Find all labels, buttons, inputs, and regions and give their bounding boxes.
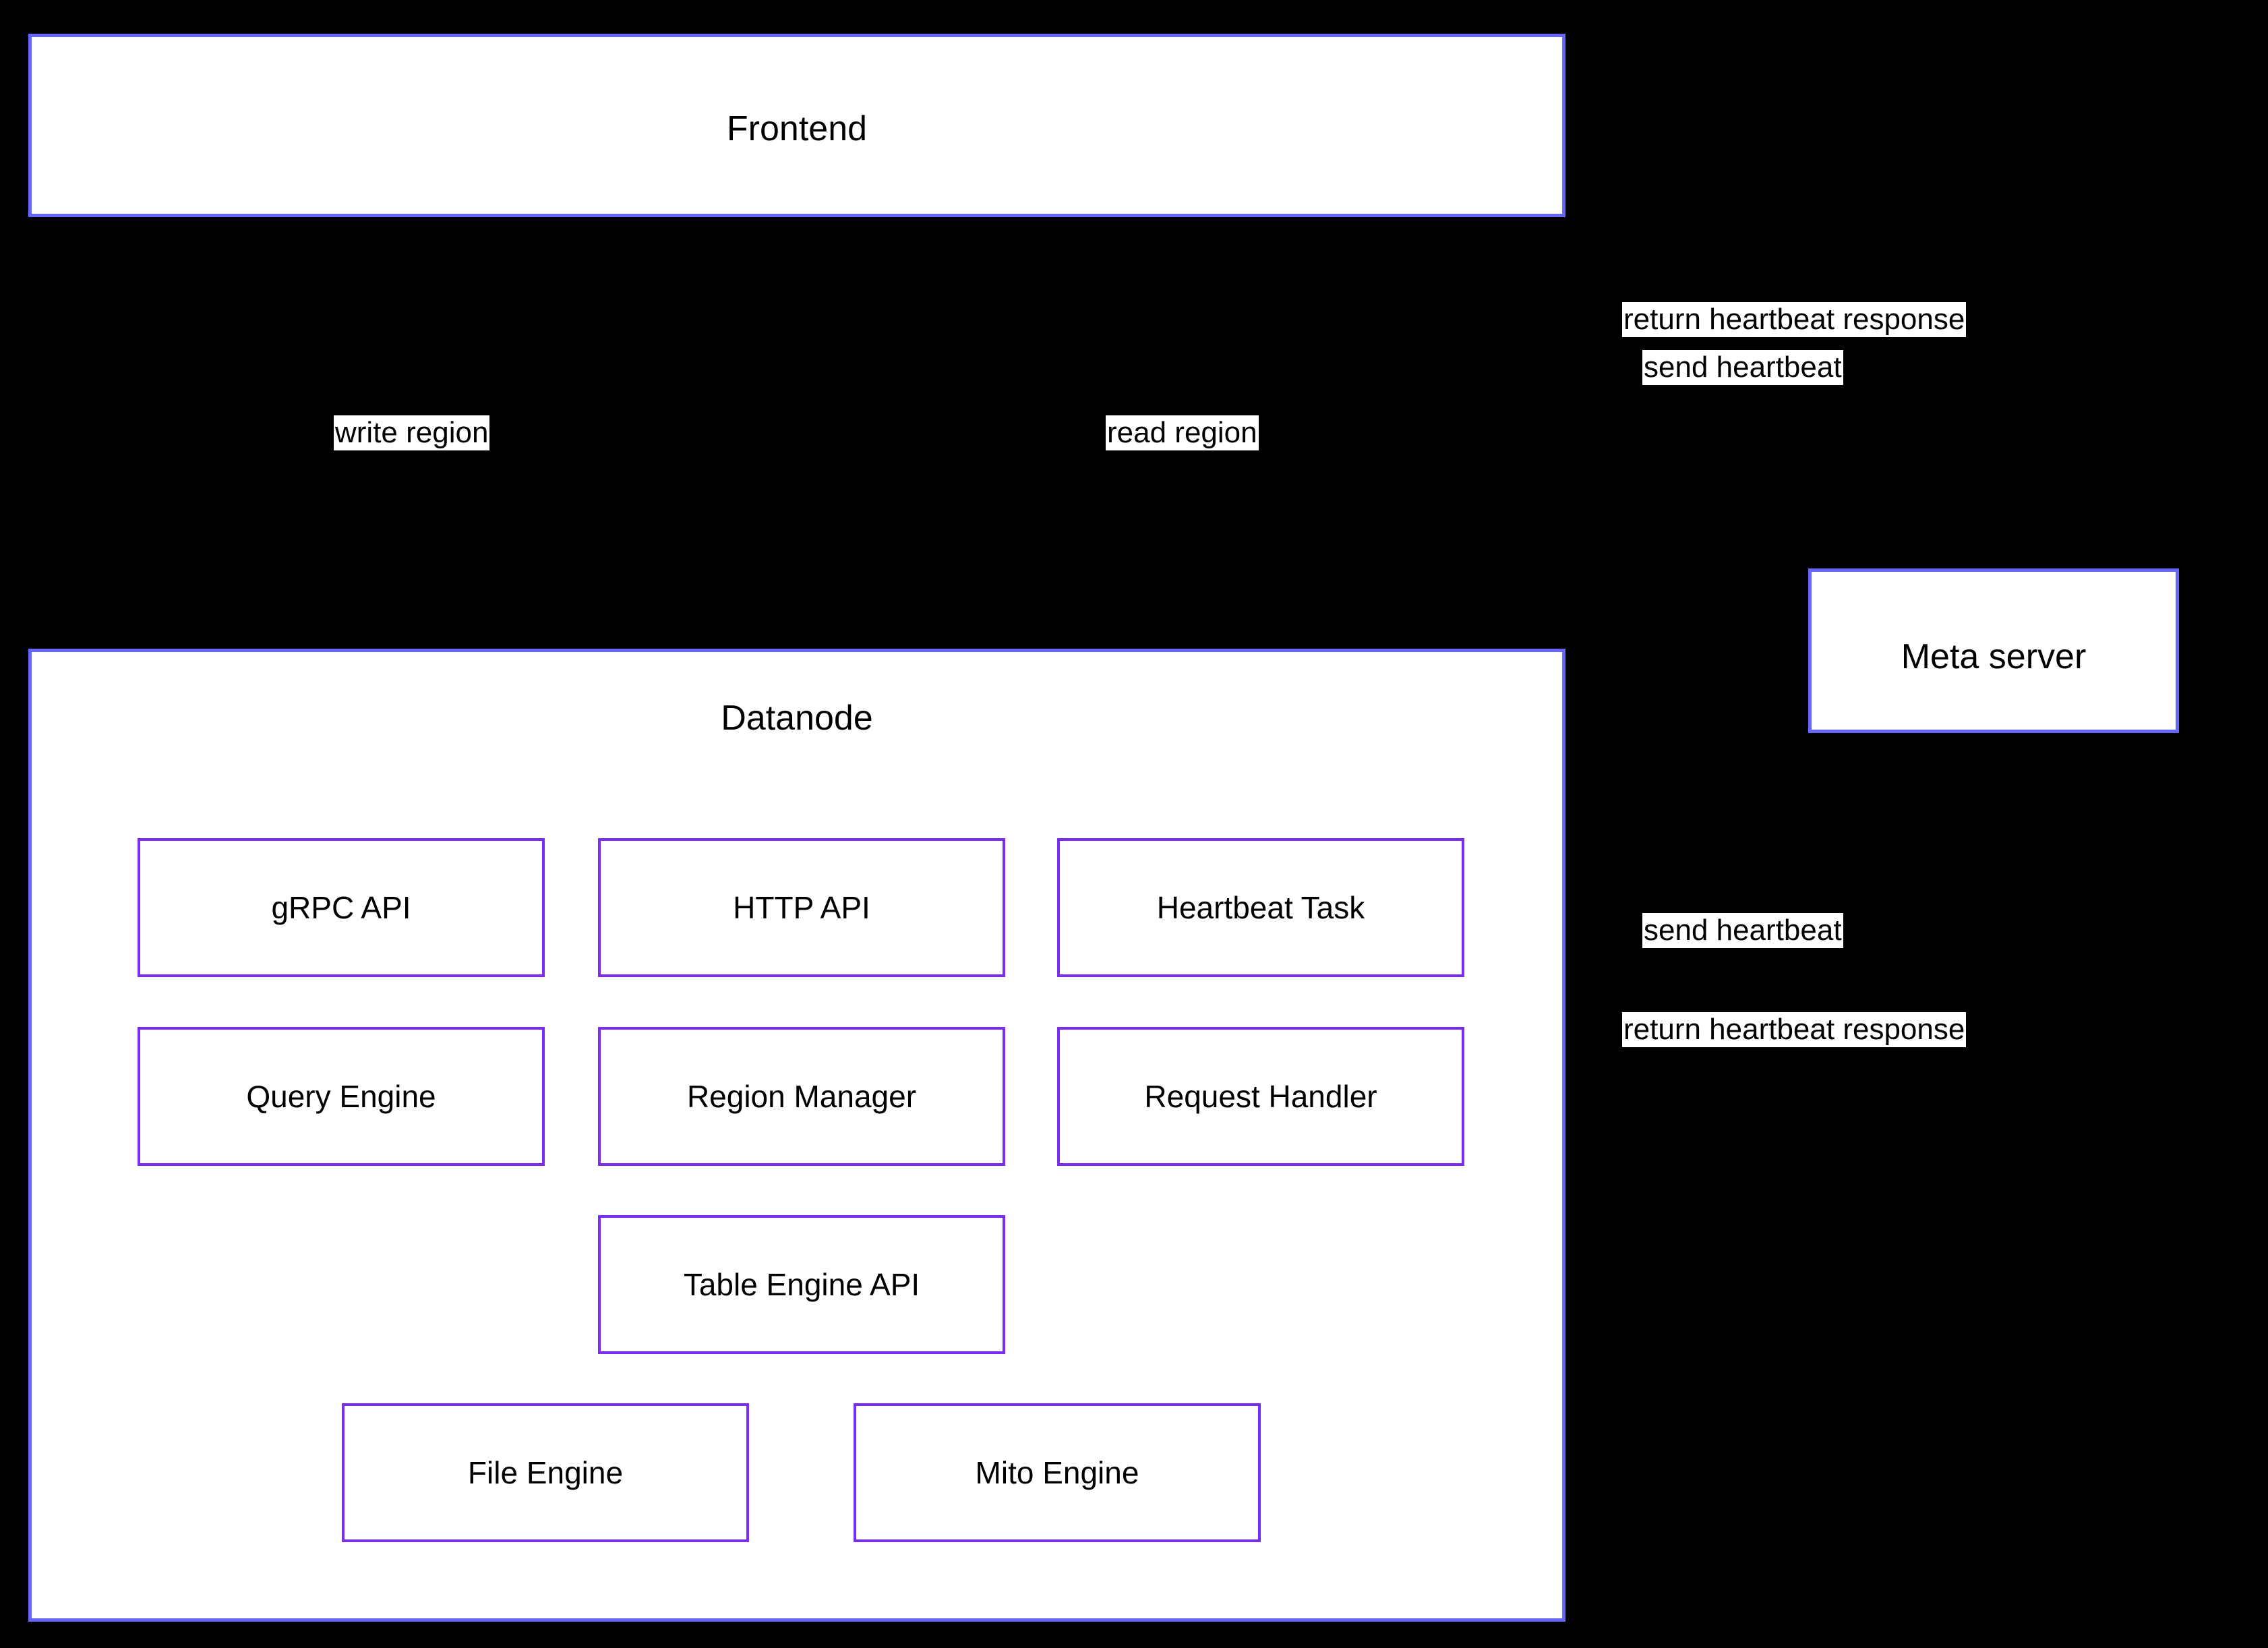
component-request-handler[interactable]: Request Handler xyxy=(1057,1027,1464,1166)
datanode-title: Datanode xyxy=(721,699,873,738)
component-table-engine-api-label: Table Engine API xyxy=(683,1267,920,1302)
edge-label-read-region: read region xyxy=(1106,415,1259,450)
edge-label-write-region: write region xyxy=(334,415,490,450)
component-query-engine[interactable]: Query Engine xyxy=(138,1027,545,1166)
component-mito-engine[interactable]: Mito Engine xyxy=(854,1403,1261,1542)
edge-label-datanode-send-heartbeat: send heartbeat xyxy=(1642,913,1843,948)
component-mito-engine-label: Mito Engine xyxy=(975,1455,1139,1490)
component-query-engine-label: Query Engine xyxy=(246,1079,436,1114)
edge-label-frontend-send-heartbeat: send heartbeat xyxy=(1642,350,1843,385)
component-http-api[interactable]: HTTP API xyxy=(598,838,1005,977)
component-request-handler-label: Request Handler xyxy=(1144,1079,1377,1114)
connector-datanode-send-heartbeat xyxy=(1565,730,1873,933)
meta-server-title: Meta server xyxy=(1901,637,2087,676)
component-file-engine[interactable]: File Engine xyxy=(342,1403,749,1542)
edge-label-frontend-return-heartbeat-response: return heartbeat response xyxy=(1622,302,1967,337)
datanode-box[interactable]: Datanode gRPC API HTTP API Heartbeat Tas… xyxy=(28,649,1565,1622)
component-table-engine-api[interactable]: Table Engine API xyxy=(598,1215,1005,1354)
meta-server-box[interactable]: Meta server xyxy=(1808,568,2179,733)
component-grpc-api[interactable]: gRPC API xyxy=(138,838,545,977)
component-heartbeat-task-label: Heartbeat Task xyxy=(1156,890,1365,925)
edge-label-datanode-return-heartbeat-response: return heartbeat response xyxy=(1622,1012,1967,1047)
component-heartbeat-task[interactable]: Heartbeat Task xyxy=(1057,838,1464,977)
frontend-box[interactable]: Frontend xyxy=(28,34,1565,217)
component-file-engine-label: File Engine xyxy=(467,1455,624,1490)
component-grpc-api-label: gRPC API xyxy=(271,890,411,925)
component-region-manager-label: Region Manager xyxy=(686,1079,917,1114)
frontend-title: Frontend xyxy=(726,109,868,148)
component-http-api-label: HTTP API xyxy=(733,890,870,925)
component-region-manager[interactable]: Region Manager xyxy=(598,1027,1005,1166)
